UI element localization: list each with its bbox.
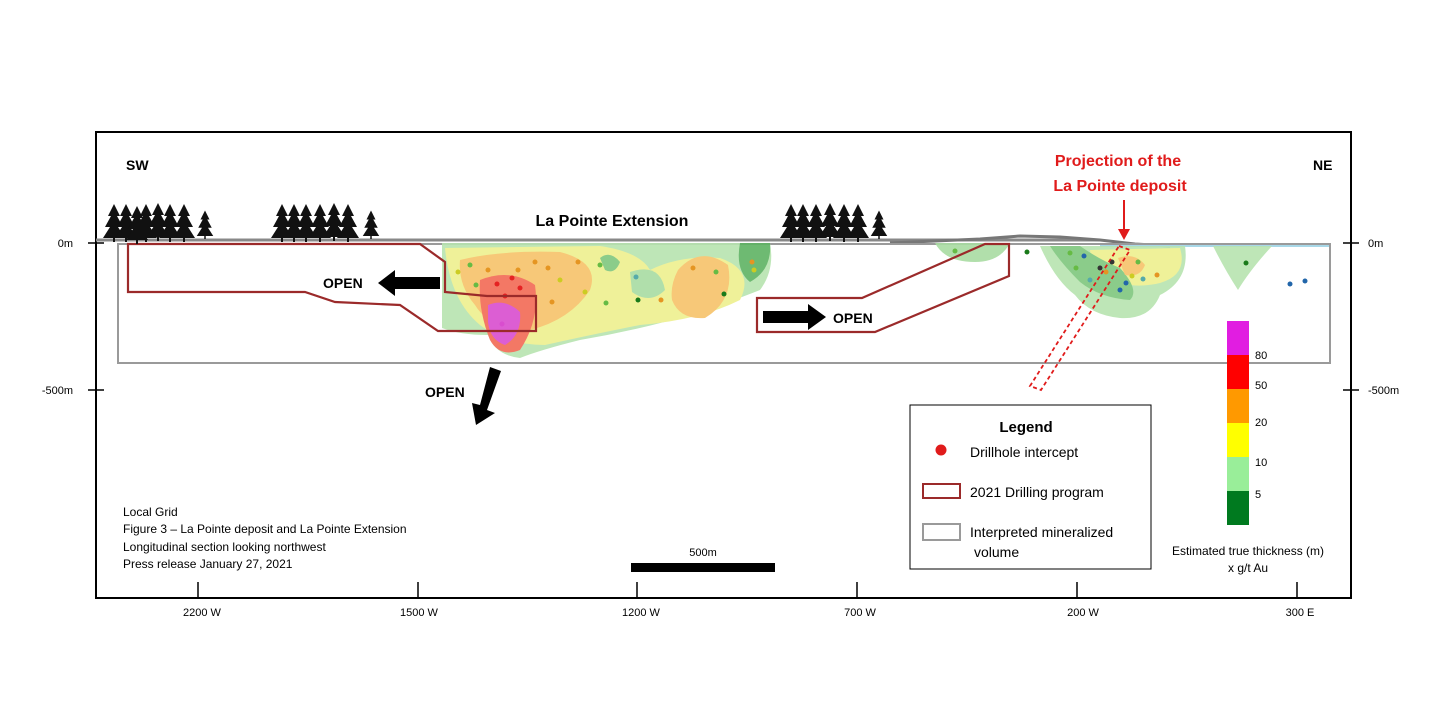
legend-program-label: 2021 Drilling program (970, 484, 1104, 500)
open-label-east: OPEN (833, 310, 873, 326)
scale-bar: 500m (631, 547, 775, 572)
left-depth-label-500: -500m (42, 385, 73, 397)
open-arrow-east: OPEN (763, 304, 873, 330)
caption-line-2: Figure 3 – La Pointe deposit and La Poin… (123, 522, 407, 536)
left-depth-axis: 0m -500m (42, 238, 104, 397)
color-scale-tick-80: 80 (1255, 350, 1267, 362)
legend-drillhole-label: Drillhole intercept (970, 444, 1078, 460)
right-depth-label-0: 0m (1368, 238, 1383, 250)
color-scale-swatch-red (1227, 355, 1249, 389)
color-scale-swatch-green (1227, 491, 1249, 525)
color-scale-swatch-yellow (1227, 423, 1249, 457)
drilling-program-outline-west (126, 242, 538, 333)
ne-label: NE (1313, 157, 1332, 173)
open-label-down: OPEN (425, 384, 465, 400)
x-tick-2200w: 2200 W (183, 607, 222, 619)
x-tick-1500w: 1500 W (400, 607, 439, 619)
tree-group-2 (271, 203, 380, 242)
x-tick-300e: 300 E (1286, 607, 1315, 619)
color-scale-swatch-lightgreen (1227, 457, 1249, 491)
projection-label-line1: Projection of the (1055, 153, 1181, 170)
legend-title: Legend (999, 419, 1052, 436)
color-scale-swatch-orange (1227, 389, 1249, 423)
sw-label: SW (126, 157, 149, 173)
figure-caption: Local Grid Figure 3 – La Pointe deposit … (123, 505, 407, 571)
color-scale-tick-5: 5 (1255, 489, 1261, 501)
legend-drillhole-swatch (935, 444, 947, 456)
x-tick-1200w: 1200 W (622, 607, 661, 619)
drilling-program-outlines (126, 242, 1011, 334)
right-depth-axis: 0m -500m (1343, 238, 1399, 397)
projection-label-line2: La Pointe deposit (1053, 178, 1187, 195)
legend-program-swatch (922, 483, 961, 499)
grade-thickness-contours-ne (935, 243, 1272, 319)
left-depth-label-0: 0m (58, 238, 73, 250)
section-title: La Pointe Extension (536, 213, 689, 230)
color-scale-tick-50: 50 (1255, 380, 1267, 392)
grade-thickness-contours (442, 243, 772, 358)
caption-line-3: Longitudinal section looking northwest (123, 540, 326, 554)
caption-line-1: Local Grid (123, 505, 178, 519)
la-pointe-projection: Projection of the La Pointe deposit (1028, 153, 1187, 392)
x-tick-200w: 200 W (1067, 607, 1099, 619)
section-frame (95, 131, 1352, 599)
legend-volume-swatch (922, 523, 961, 541)
legend-volume-label-2: volume (974, 544, 1019, 560)
color-scale-swatch-magenta (1227, 321, 1249, 355)
color-scale: 80 50 20 10 5 Estimated true thickness (… (1172, 321, 1324, 575)
legend: Legend Drillhole intercept 2021 Drilling… (909, 404, 1152, 570)
open-label-west: OPEN (323, 275, 363, 291)
tree-group-3 (780, 203, 888, 242)
open-arrow-west: OPEN (323, 270, 440, 296)
right-depth-label-500: -500m (1368, 385, 1399, 397)
color-scale-tick-10: 10 (1255, 457, 1267, 469)
x-axis: 2200 W 1500 W 1200 W 700 W 200 W 300 E (183, 582, 1314, 619)
legend-volume-label: Interpreted mineralized (970, 524, 1113, 540)
x-tick-700w: 700 W (844, 607, 876, 619)
color-scale-tick-20: 20 (1255, 417, 1267, 429)
tree-group-1 (103, 203, 214, 244)
color-scale-title-line1: Estimated true thickness (m) (1172, 544, 1324, 558)
scale-bar-label: 500m (689, 547, 717, 559)
open-arrow-down: OPEN (425, 367, 501, 425)
caption-line-4: Press release January 27, 2021 (123, 557, 293, 571)
drillhole-intercept-dots (455, 248, 1308, 327)
drilling-program-outline-east (755, 242, 1011, 334)
color-scale-title-line2: x g/t Au (1228, 561, 1268, 575)
